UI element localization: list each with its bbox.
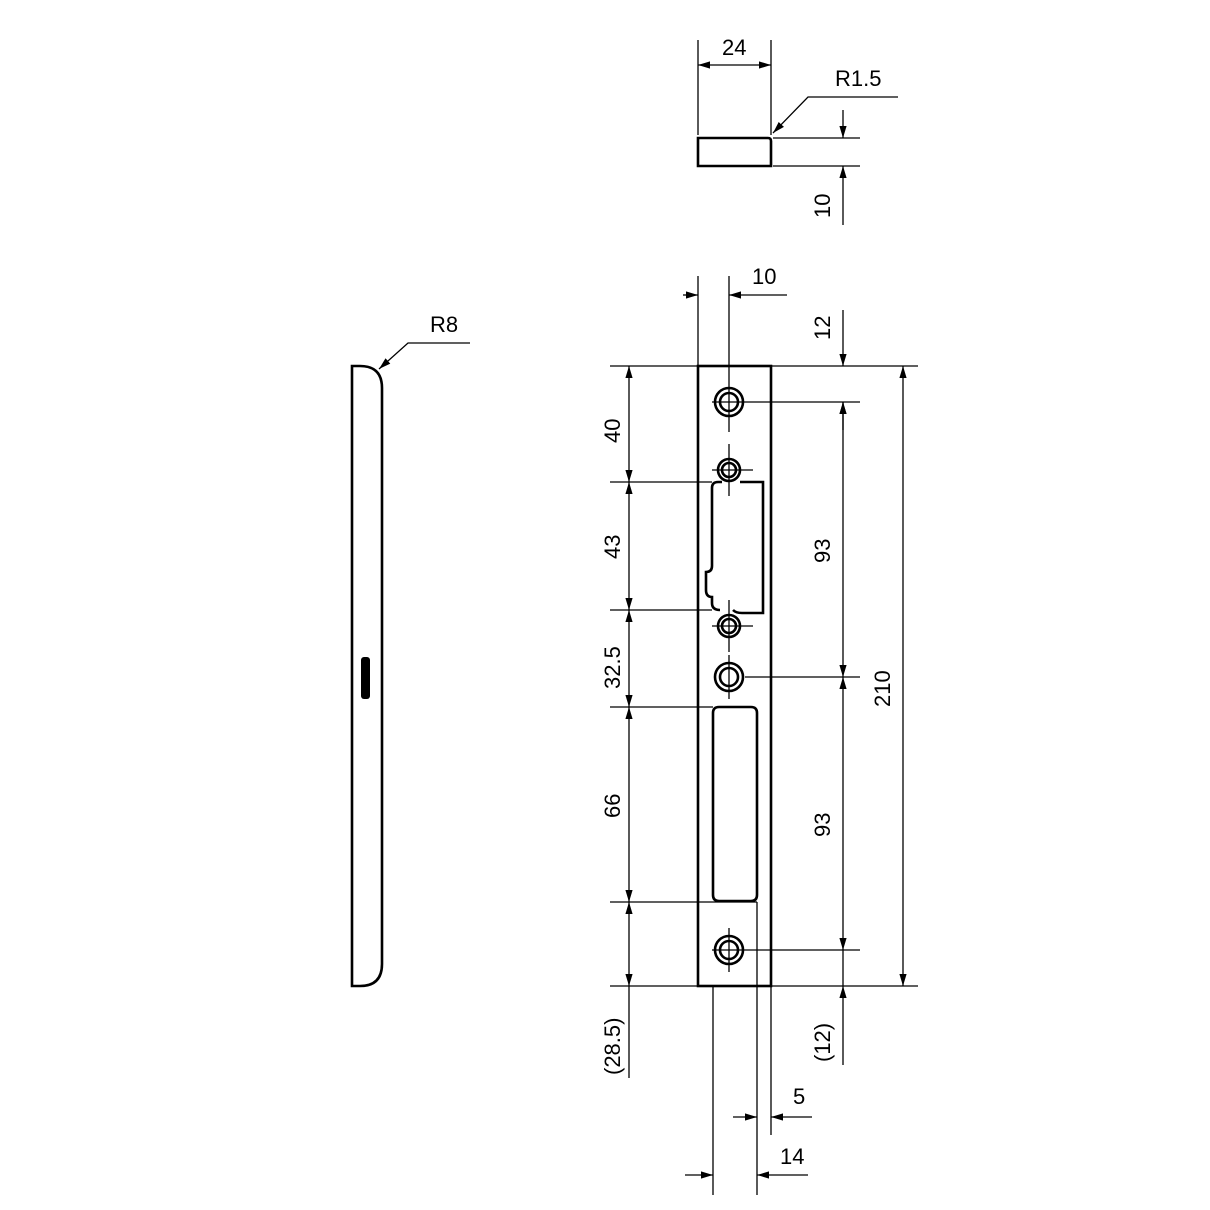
- dim-label-93-lower: 93: [810, 813, 835, 837]
- top-view: 24 R1.5 10: [696, 35, 898, 225]
- side-view-profile: [350, 364, 384, 988]
- dim-label-r1-5: R1.5: [835, 66, 881, 91]
- dim-label-24: 24: [722, 35, 746, 60]
- front-view: 10 12 93 93 (12) 210 40 43 32.5 66: [600, 264, 918, 1195]
- leader-r1-5: [772, 96, 898, 134]
- dim-label-32-5: 32.5: [600, 646, 625, 689]
- logo: [361, 657, 370, 699]
- dim-label-r8: R8: [430, 312, 458, 337]
- dim-label-66: 66: [600, 794, 625, 818]
- dim-label-12: 12: [810, 316, 835, 340]
- dim-label-40: 40: [600, 419, 625, 443]
- center-lines: [712, 380, 753, 972]
- bolt-slot: [711, 705, 759, 903]
- dim-label-210: 210: [870, 670, 895, 707]
- dim-label-28-5: (28.5): [600, 1018, 625, 1075]
- dim-label-14: 14: [780, 1144, 804, 1169]
- top-view-profile: [696, 136, 773, 168]
- dim-label-93-upper: 93: [810, 539, 835, 563]
- dim-label-43: 43: [600, 535, 625, 559]
- dim-label-5: 5: [793, 1084, 805, 1109]
- leader-r8: [378, 342, 470, 370]
- side-view: R8: [350, 312, 470, 988]
- dim-label-12-bottom: (12): [810, 1023, 835, 1062]
- dim-label-10-thickness: 10: [810, 194, 835, 218]
- dim-label-10-offset: 10: [752, 264, 776, 289]
- latch-cutout: [704, 480, 765, 615]
